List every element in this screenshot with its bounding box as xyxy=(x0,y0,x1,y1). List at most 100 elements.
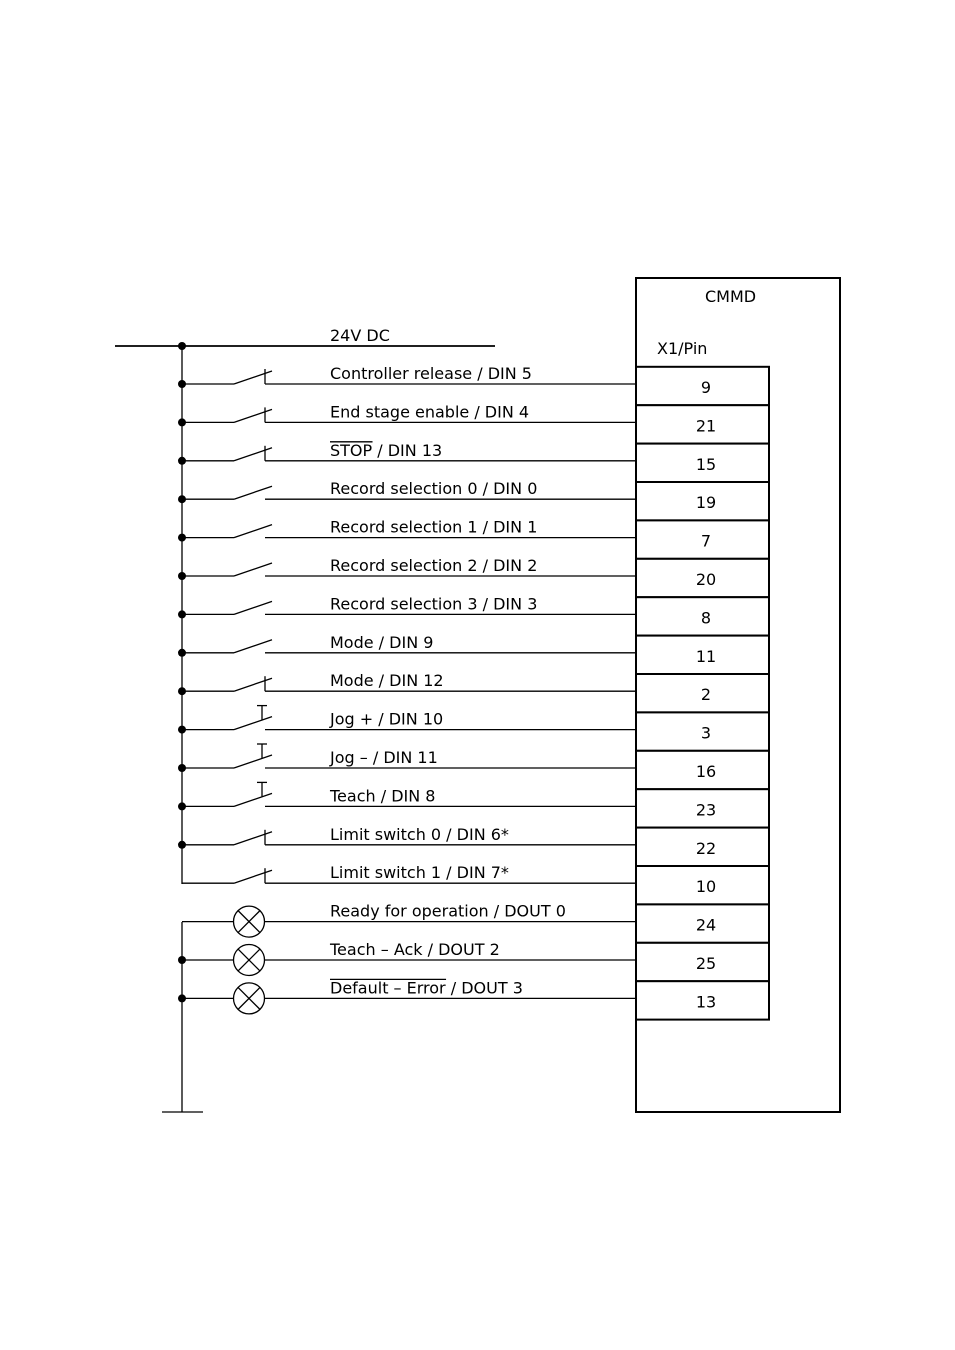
pin-cell xyxy=(635,481,770,522)
junction-dot xyxy=(178,687,186,696)
output-row: Default – Error / DOUT 3 13 xyxy=(178,978,770,1021)
pin-number: 9 xyxy=(701,378,711,397)
output-label-rest-part: / DOUT 3 xyxy=(446,978,523,997)
output-label-overline-part: Default – Error xyxy=(330,978,446,997)
pin-number: 15 xyxy=(696,455,716,474)
input-label: End stage enable / DIN 4 xyxy=(330,402,529,421)
input-label: Mode / DIN 12 xyxy=(330,671,444,690)
input-row: Limit switch 0 / DIN 6* 22 xyxy=(178,825,770,867)
pin-number: 22 xyxy=(696,839,716,858)
junction-dot xyxy=(178,456,186,465)
junction-dot xyxy=(178,994,186,1003)
input-label: Controller release / DIN 5 xyxy=(330,364,532,383)
pin-cell xyxy=(635,634,770,675)
input-label: Record selection 2 / DIN 2 xyxy=(330,556,537,575)
output-row: Teach – Ack / DOUT 2 25 xyxy=(178,940,770,983)
junction-dot xyxy=(178,495,186,504)
input-row: Controller release / DIN 5 9 xyxy=(178,364,770,407)
output-label: Teach – Ack / DOUT 2 xyxy=(329,940,500,959)
input-label: Limit switch 1 / DIN 7* xyxy=(330,863,509,882)
junction-dot xyxy=(178,725,186,734)
junction-dot xyxy=(178,418,186,427)
input-row: Record selection 0 / DIN 0 19 xyxy=(178,479,770,522)
switch-contact-icon xyxy=(233,600,273,616)
switch-contact-icon xyxy=(233,408,273,424)
input-row: Jog + / DIN 10 3 xyxy=(178,704,770,752)
junction-dot xyxy=(178,840,186,849)
switch-contact-icon xyxy=(233,485,273,500)
input-label: Mode / DIN 9 xyxy=(330,633,433,652)
switch-contact-icon xyxy=(233,677,273,692)
switch-contact-icon xyxy=(233,639,273,654)
junction-dot xyxy=(178,648,186,657)
junction-dot xyxy=(178,533,186,542)
input-label: Jog + / DIN 10 xyxy=(329,710,443,729)
input-label: Record selection 0 / DIN 0 xyxy=(330,479,537,498)
input-row: End stage enable / DIN 4 21 xyxy=(178,402,770,445)
pin-cell xyxy=(635,673,770,714)
switch-contact-icon xyxy=(233,869,273,884)
input-label: Jog – / DIN 11 xyxy=(329,748,438,767)
switch-contact-icon xyxy=(233,370,273,385)
junction-dot xyxy=(178,802,186,811)
pin-cell xyxy=(635,442,770,484)
switch-contact-icon xyxy=(233,523,273,539)
pin-number: 25 xyxy=(696,954,716,973)
switch-contact-icon xyxy=(233,715,273,731)
switch-contact-icon xyxy=(233,792,273,808)
pin-number: 11 xyxy=(696,647,716,666)
output-label: Default – Error / DOUT 3 xyxy=(330,978,523,997)
input-label: STOP / DIN 13 xyxy=(330,441,442,460)
pin-number: 10 xyxy=(696,877,716,896)
junction-dot xyxy=(178,610,186,619)
pin-cell xyxy=(635,903,770,944)
input-label-rest-part: / DIN 13 xyxy=(372,441,442,460)
input-row: STOP / DIN 13 15 xyxy=(178,441,770,484)
pin-number: 8 xyxy=(701,608,711,627)
input-row: Mode / DIN 122 xyxy=(178,671,770,714)
pin-number: 21 xyxy=(696,416,716,435)
pin-number: 23 xyxy=(696,800,716,819)
pin-number: 3 xyxy=(701,724,711,743)
device-name: CMMD xyxy=(705,287,756,306)
lamp-cross-icon xyxy=(237,948,261,972)
pin-cell xyxy=(635,980,770,1021)
junction-dot xyxy=(178,764,186,772)
lamp-cross-icon xyxy=(237,986,261,1010)
input-row: Jog – / DIN 11 16 xyxy=(178,743,770,791)
pin-cell xyxy=(635,711,770,752)
pin-number: 7 xyxy=(701,532,711,551)
input-row: Mode / DIN 9 11 xyxy=(178,633,770,675)
switch-contact-icon xyxy=(233,754,273,769)
pin-number: 20 xyxy=(696,570,716,589)
switch-contact-icon xyxy=(233,562,273,577)
input-label: Record selection 3 / DIN 3 xyxy=(330,594,537,613)
pin-number: 24 xyxy=(696,916,716,935)
pin-cell xyxy=(635,519,770,560)
junction-dot xyxy=(178,956,186,964)
pin-number: 13 xyxy=(696,992,716,1011)
switch-contact-icon xyxy=(233,831,273,846)
input-row: Record selection 3 / DIN 3 8 xyxy=(178,594,770,637)
input-row: Limit switch 1 / DIN 7* 10 xyxy=(182,863,770,906)
input-label: Record selection 1 / DIN 1 xyxy=(330,518,537,537)
output-label: Ready for operation / DOUT 0 xyxy=(330,902,566,921)
pin-number: 19 xyxy=(696,493,716,512)
junction-dot xyxy=(178,380,186,388)
switch-contact-icon xyxy=(233,447,273,462)
pin-cell xyxy=(635,557,770,599)
input-row: Teach / DIN 8 23 xyxy=(178,781,770,829)
input-row: Record selection 1 / DIN 1 7 xyxy=(178,518,770,560)
pin-number: 16 xyxy=(696,762,716,781)
pin-cell xyxy=(635,788,770,829)
input-label: Teach / DIN 8 xyxy=(329,786,435,805)
input-label-overline-part: STOP xyxy=(330,441,373,460)
input-row: Record selection 2 / DIN 2 20 xyxy=(178,556,770,599)
pin-cell xyxy=(635,365,770,407)
junction-dot xyxy=(178,572,186,580)
supply-label: 24V DC xyxy=(330,326,390,345)
input-label: Limit switch 0 / DIN 6* xyxy=(330,825,509,844)
